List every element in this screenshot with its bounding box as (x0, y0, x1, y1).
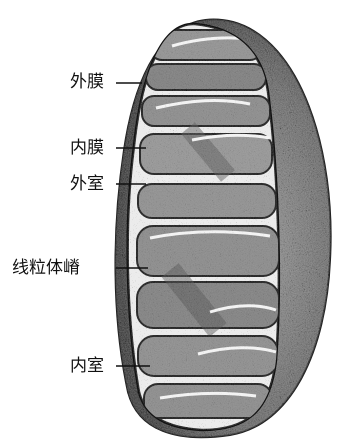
label-cristae: 线粒体嵴 (12, 258, 80, 278)
label-outer-chamber: 外室 (70, 174, 104, 194)
label-outer-membrane: 外膜 (70, 72, 104, 92)
label-inner-chamber: 内室 (70, 356, 104, 376)
label-inner-membrane: 内膜 (70, 138, 104, 158)
